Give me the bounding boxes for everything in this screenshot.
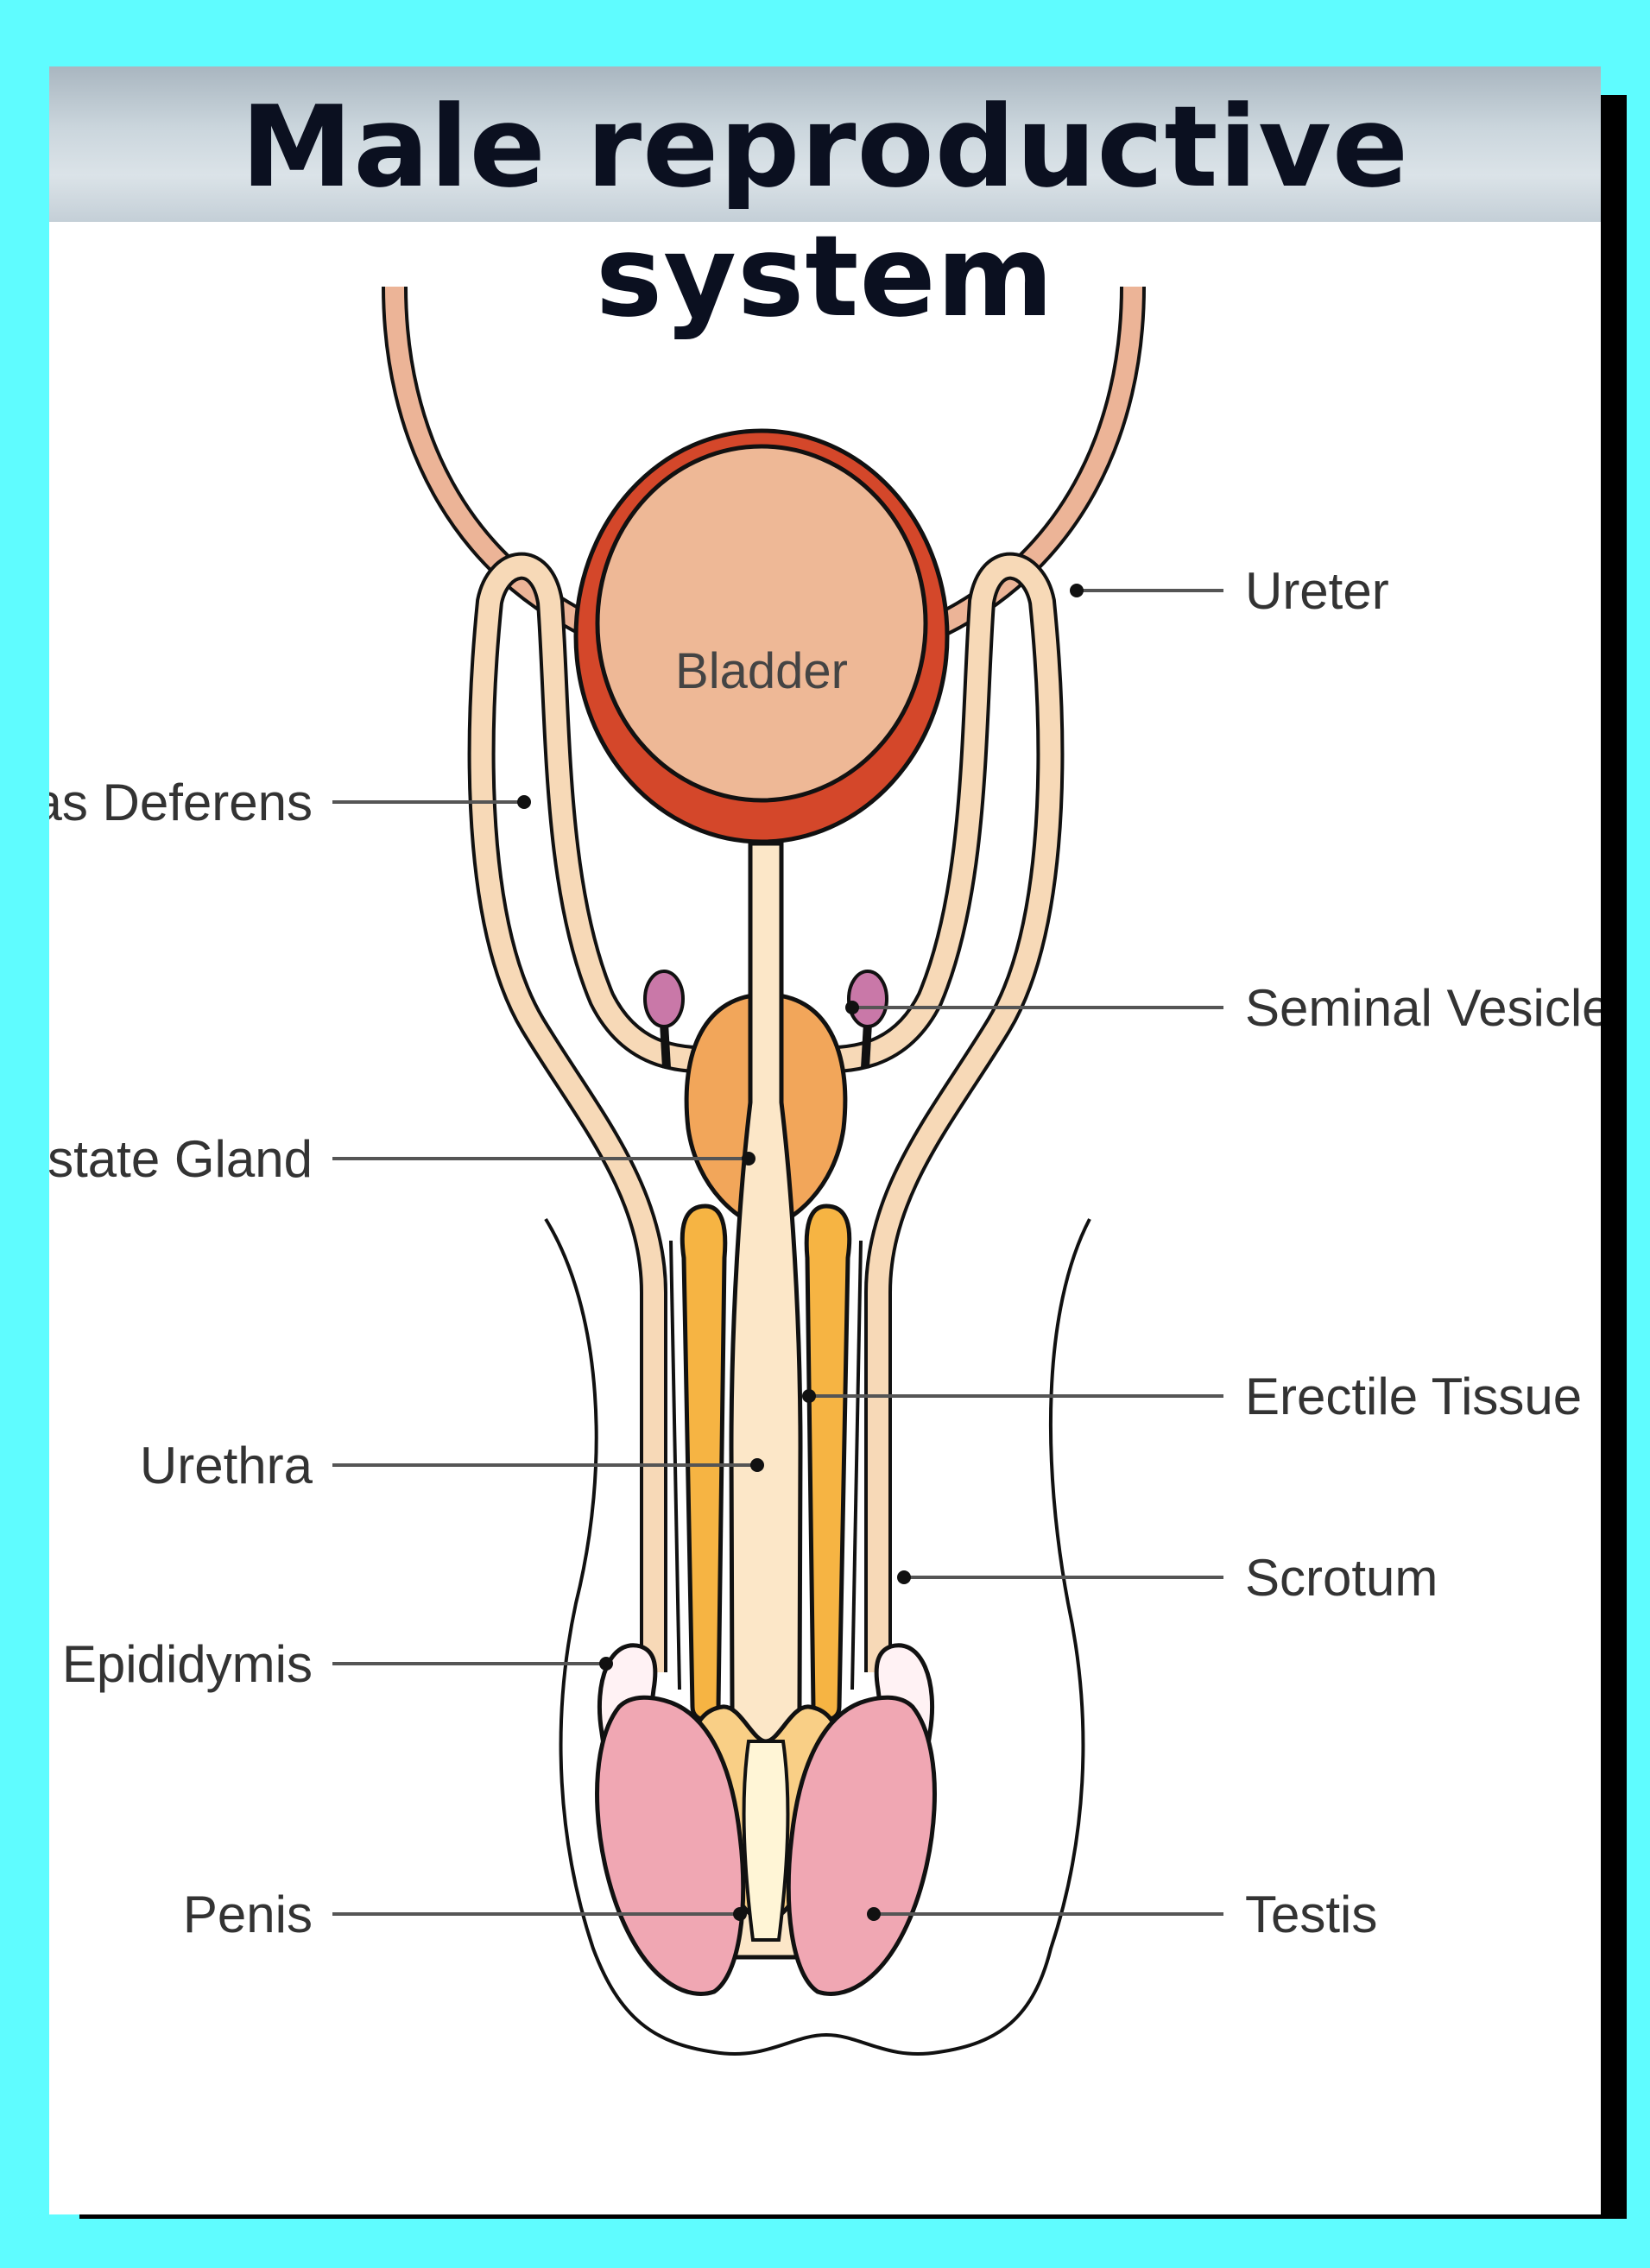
bladder-inner bbox=[595, 444, 928, 803]
label-epididymis: Epididymis bbox=[62, 1635, 313, 1693]
label-bladder: Bladder bbox=[675, 643, 848, 699]
label-vas-deferens: Vas Deferens bbox=[49, 774, 313, 831]
label-testis: Testis bbox=[1245, 1886, 1377, 1943]
label-urethra: Urethra bbox=[140, 1437, 313, 1494]
title-band: Male reproductive system bbox=[49, 66, 1601, 341]
anatomy-diagram: Bladder Vas Defer bbox=[49, 286, 1601, 2056]
slide: Male reproductive system bbox=[49, 66, 1601, 2214]
seminal-vesicle-left bbox=[643, 970, 685, 1028]
testis-left bbox=[595, 1695, 746, 1996]
label-prostate-gland: Prostate Gland bbox=[49, 1130, 313, 1188]
testis-right bbox=[786, 1695, 937, 1996]
label-erectile-tissue: Erectile Tissue bbox=[1245, 1368, 1582, 1425]
label-penis: Penis bbox=[183, 1886, 313, 1943]
label-ureter: Ureter bbox=[1245, 562, 1389, 620]
page-title: Male reproductive system bbox=[240, 81, 1410, 342]
label-seminal-vesicle: Seminal Vesicle bbox=[1245, 979, 1601, 1037]
seminal-vesicle-right bbox=[847, 970, 888, 1028]
label-scrotum: Scrotum bbox=[1245, 1549, 1438, 1607]
